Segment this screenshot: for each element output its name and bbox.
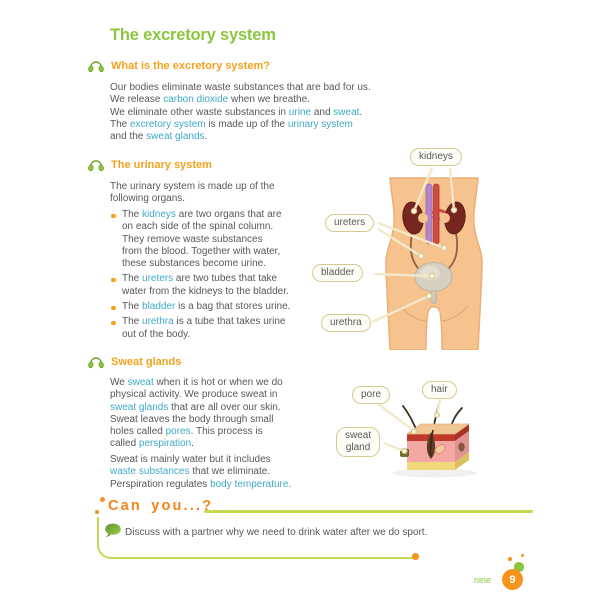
hair-in-follicle [429, 429, 434, 457]
vena-cava-vessel [425, 183, 433, 245]
label-hair: hair [422, 381, 457, 399]
section-heading-sweat: Sweat glands [111, 356, 182, 368]
skin-diagram: pore hair sweat gland [330, 370, 510, 490]
kidney-right [440, 201, 466, 235]
speech-bubble-icon [104, 523, 122, 543]
side-epidermis [455, 424, 469, 441]
activity-bracket [97, 517, 417, 559]
section-heading-what: What is the excretory system? [111, 60, 270, 72]
block-shadow [392, 468, 476, 478]
label-pore: pore [352, 386, 391, 404]
bracket-end-dot [412, 553, 419, 560]
section-sweat: Sweat glands [88, 356, 181, 374]
paragraph-waste-intro: Our bodies eliminate waste substances th… [110, 82, 371, 118]
kidney-left [402, 201, 428, 235]
leg-crease-right [441, 305, 469, 322]
label-connector-dots [401, 411, 440, 454]
label-ureters: ureters [325, 214, 375, 232]
side-fat [455, 452, 469, 470]
can-you-title: Can you...? [108, 498, 214, 514]
fat-layer [407, 462, 455, 470]
section-heading-urinary: The urinary system [111, 159, 212, 171]
divider-line [204, 510, 533, 513]
discussion-task: Discuss with a partner why we need to dr… [125, 527, 428, 538]
headphones-icon [88, 356, 104, 374]
label-urethra: urethra [321, 314, 371, 332]
aorta-vessel [433, 183, 440, 245]
decorative-dot [521, 554, 524, 557]
headphones-icon [88, 60, 104, 78]
decorative-green-circle [514, 562, 524, 572]
label-connector-dots [410, 206, 458, 300]
side-follicle-spot [458, 442, 465, 452]
sebaceous-gland [434, 444, 446, 454]
decorative-dot [508, 557, 512, 561]
decorative-dot [100, 497, 105, 502]
page-number-word: nine [474, 575, 492, 585]
skin-diagram-art [377, 398, 476, 478]
label-connector-lines [371, 167, 456, 324]
page-number-badge: 9 [502, 569, 523, 590]
skin-surface [405, 423, 471, 435]
urinary-diagram-art [371, 167, 483, 351]
decorative-dot [95, 510, 99, 514]
headphones-icon [88, 159, 104, 177]
bullet-bladder: The bladder is a bag that stores urine. [110, 301, 422, 313]
label-sweat-gland: sweat gland [336, 427, 381, 457]
urinary-system-diagram: kidneys ureters bladder urethra [310, 140, 570, 351]
page-title: The excretory system [110, 26, 276, 44]
label-bladder: bladder [312, 264, 364, 282]
section-what: What is the excretory system? [88, 60, 270, 78]
label-kidneys: kidneys [410, 148, 462, 166]
paragraph-system-parts: The excretory system is made up of the u… [110, 119, 353, 143]
section-urinary: The urinary system [88, 159, 212, 177]
